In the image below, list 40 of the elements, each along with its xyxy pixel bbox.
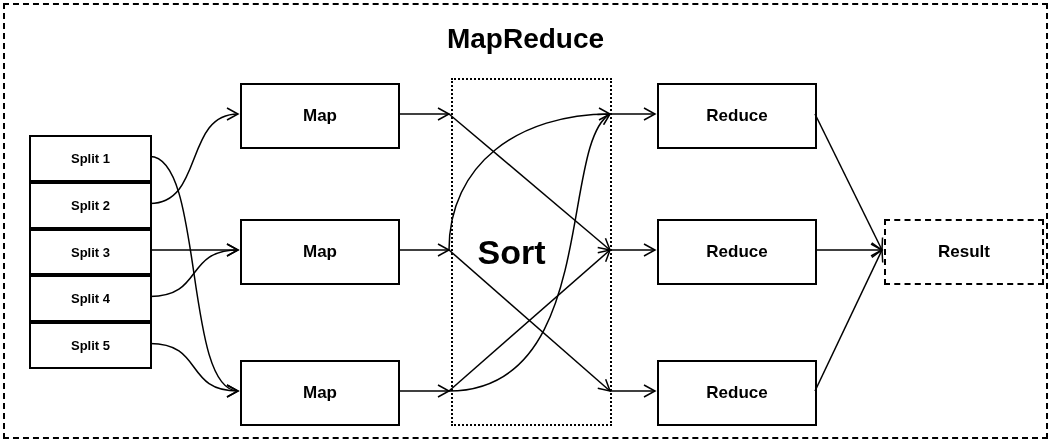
node-label: Sort: [477, 232, 546, 272]
node-label: Split 1: [71, 151, 110, 166]
process-box: [240, 83, 400, 149]
split-box: [29, 182, 152, 229]
arrow: [814, 113, 884, 251]
node-label: Split 4: [71, 291, 110, 306]
arrow: [814, 249, 884, 392]
node-label: Map: [303, 242, 337, 262]
node-label: Split 5: [71, 338, 110, 353]
split-box: [29, 275, 152, 322]
process-box: [657, 360, 817, 426]
node-label: Result: [938, 242, 990, 262]
arrow: [609, 384, 656, 398]
frame-box: [3, 3, 1048, 439]
node-label: Map: [303, 106, 337, 126]
node-label: Reduce: [706, 383, 768, 403]
node-label: Map: [303, 383, 337, 403]
node-label: Reduce: [706, 242, 768, 262]
split-box: [29, 322, 152, 369]
arrow: [149, 108, 239, 205]
arrow: [397, 107, 450, 121]
process-box: [240, 219, 400, 285]
process-box: [240, 360, 400, 426]
arrow: [397, 384, 450, 398]
node-label: Split 3: [71, 244, 110, 260]
arrow: [609, 107, 656, 121]
process-box: [657, 83, 817, 149]
split-box: [29, 135, 152, 182]
arrow: [149, 244, 239, 298]
process-box: [657, 219, 817, 285]
split-box: [29, 229, 152, 275]
node-label: Split 2: [71, 198, 110, 213]
sort-stage-box: [451, 78, 612, 426]
node-label: Reduce: [706, 106, 768, 126]
arrow: [397, 243, 450, 257]
group-label: MapReduce: [446, 23, 605, 55]
arrow: [149, 342, 239, 397]
arrow: [814, 243, 883, 257]
result-box: [884, 219, 1044, 285]
arrow: [609, 243, 656, 257]
